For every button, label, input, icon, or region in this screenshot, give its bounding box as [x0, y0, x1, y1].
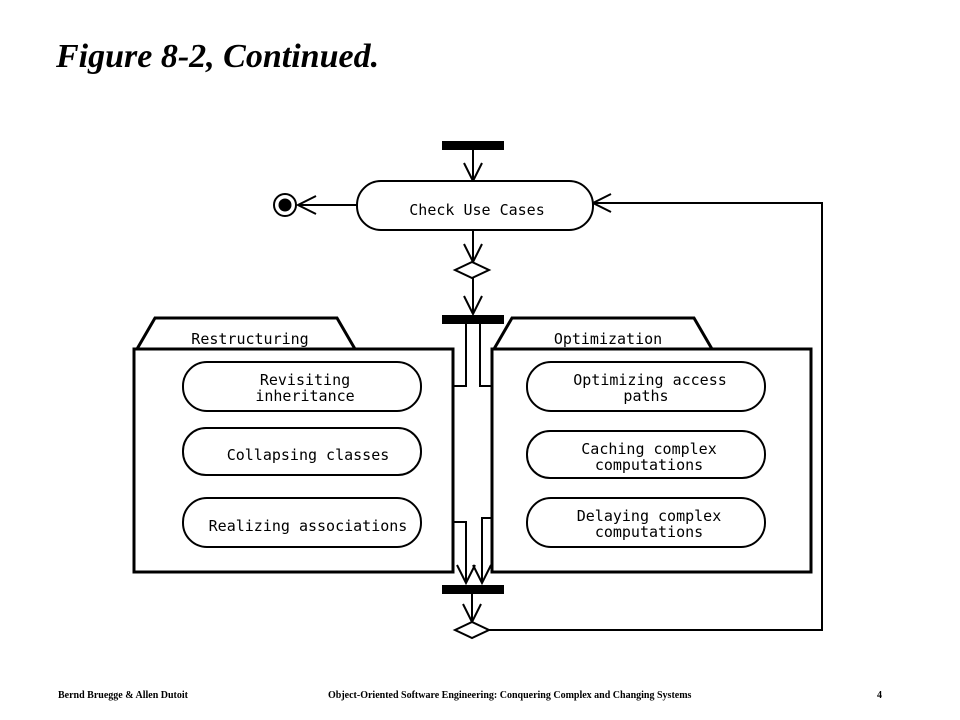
optimizing-access-paths-label-line2: paths — [623, 387, 668, 405]
footer-authors: Bernd Bruegge & Allen Dutoit — [58, 690, 188, 701]
caching-complex-computations-label-line2: computations — [595, 456, 703, 474]
final-state-icon — [273, 193, 297, 217]
revisiting-inheritance-label-line1: Revisiting — [260, 371, 350, 389]
realizing-associations-label: Realizing associations — [209, 517, 408, 535]
delaying-complex-computations-activity — [526, 497, 766, 548]
optimization-package-label: Optimization — [554, 330, 662, 348]
delaying-complex-computations-label-line2: computations — [595, 523, 703, 541]
flow-loop-back — [489, 203, 823, 631]
optimizing-access-paths-activity — [526, 361, 766, 412]
page-title: Figure 8-2, Continued. — [56, 38, 380, 75]
caching-complex-computations-activity — [526, 430, 766, 479]
collapsing-classes-activity — [182, 427, 422, 476]
decision-diamond-top — [452, 260, 492, 280]
join-bar — [442, 585, 504, 594]
collapsing-classes-label: Collapsing classes — [227, 446, 390, 464]
optimizing-access-paths-label-line1: Optimizing access — [573, 371, 727, 389]
check-use-cases-label: Check Use Cases — [409, 201, 544, 219]
footer-book-title: Object-Oriented Software Engineering: Co… — [328, 690, 692, 701]
top-fork-bar — [442, 141, 504, 150]
split-fork-bar — [442, 315, 504, 324]
decision-diamond-bottom — [452, 620, 492, 640]
caching-complex-computations-label-line1: Caching complex — [581, 440, 716, 458]
restructuring-package-label: Restructuring — [191, 330, 308, 348]
delaying-complex-computations-label-line1: Delaying complex — [577, 507, 722, 525]
realizing-associations-activity — [182, 497, 422, 548]
revisiting-inheritance-activity — [182, 361, 422, 412]
footer-page-number: 4 — [877, 690, 882, 701]
revisiting-inheritance-label-line2: inheritance — [255, 387, 354, 405]
check-use-cases-activity — [356, 180, 594, 231]
